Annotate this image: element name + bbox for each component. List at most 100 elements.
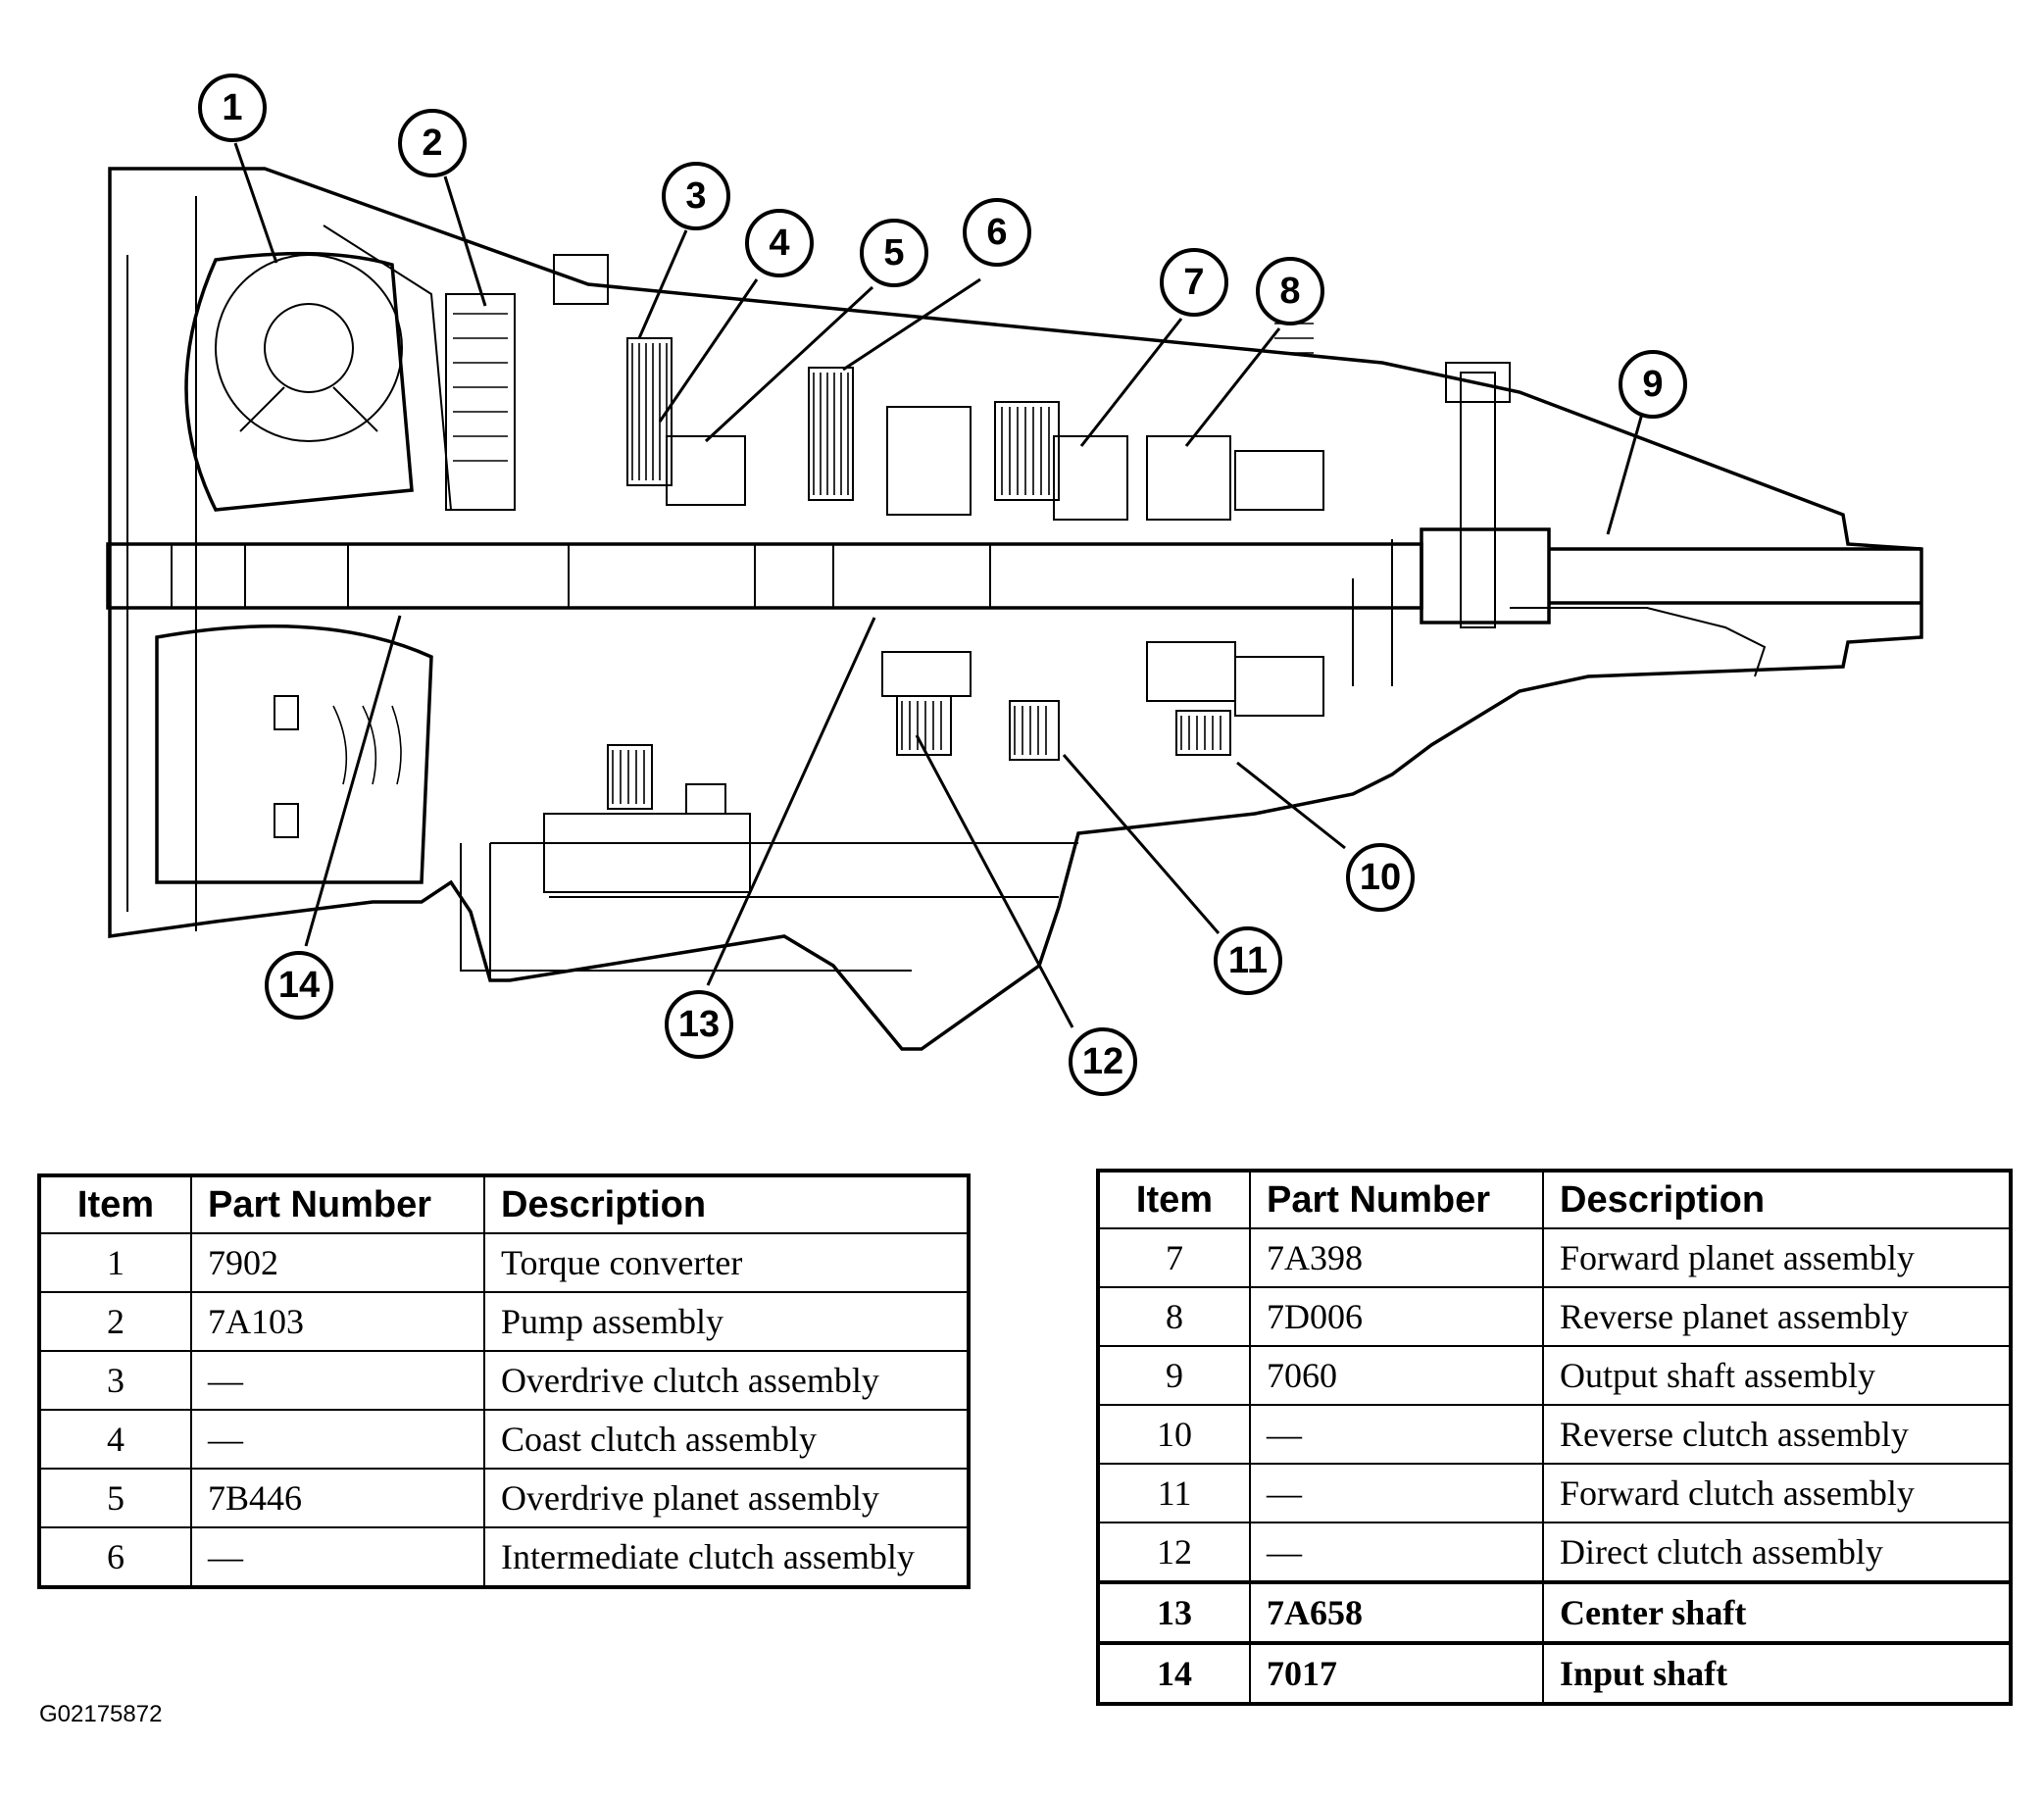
cell-part-number: 7060: [1249, 1345, 1544, 1406]
cell-item: 13: [1097, 1580, 1251, 1644]
callout-14: 14: [265, 951, 333, 1020]
header-item: Item: [1097, 1170, 1251, 1229]
callout-12-label: 12: [1082, 1041, 1123, 1082]
table-row: 8 7D006 Reverse planet assembly: [1097, 1286, 2012, 1347]
callout-7-label: 7: [1183, 262, 1204, 303]
cell-item: 6: [38, 1526, 192, 1588]
parts-table-left: Item Part Number Description 1 7902 Torq…: [37, 1173, 971, 1589]
leader-lines: [233, 142, 1644, 1028]
table-header-row: Item Part Number Description: [1097, 1170, 2012, 1229]
table-header-row: Item Part Number Description: [38, 1174, 970, 1234]
cell-part-number: 7D006: [1249, 1286, 1544, 1347]
cell-part-number: 7017: [1249, 1641, 1544, 1705]
callout-8: 8: [1256, 257, 1324, 325]
cell-description: Forward clutch assembly: [1542, 1463, 2012, 1523]
callout-13-label: 13: [678, 1004, 720, 1045]
cell-item: 12: [1097, 1522, 1251, 1583]
table-row: 7 7A398 Forward planet assembly: [1097, 1227, 2012, 1288]
cell-part-number: —: [190, 1350, 485, 1411]
cell-description: Pump assembly: [483, 1291, 970, 1352]
transmission-cutaway-diagram: 1 2 3 4 5 6 7 8 9 10 11 12 13 14: [106, 74, 1923, 1096]
callout-6-label: 6: [986, 212, 1007, 253]
callout-10: 10: [1346, 843, 1415, 912]
cell-item: 2: [38, 1291, 192, 1352]
table-row: 13 7A658 Center shaft: [1097, 1580, 2012, 1644]
table-row: 3 — Overdrive clutch assembly: [38, 1350, 970, 1411]
table-row: 11 — Forward clutch assembly: [1097, 1463, 2012, 1523]
cell-item: 14: [1097, 1641, 1251, 1705]
cell-description: Overdrive clutch assembly: [483, 1350, 970, 1411]
cell-description: Center shaft: [1542, 1580, 2012, 1644]
callout-8-label: 8: [1279, 271, 1300, 312]
valve-body-drawing: [543, 783, 1059, 898]
cell-item: 9: [1097, 1345, 1251, 1406]
callout-2: 2: [398, 109, 467, 177]
cell-description: Coast clutch assembly: [483, 1409, 970, 1470]
table-row: 1 7902 Torque converter: [38, 1232, 970, 1293]
callout-12: 12: [1069, 1027, 1137, 1096]
callout-11-label: 11: [1228, 940, 1268, 981]
cell-part-number: 7B446: [190, 1468, 485, 1528]
pump-assembly-drawing: [445, 254, 609, 511]
torque-converter-drawing: [155, 251, 433, 884]
callout-4-label: 4: [769, 223, 789, 264]
cell-description: Output shaft assembly: [1542, 1345, 2012, 1406]
cell-description: Direct clutch assembly: [1542, 1522, 2012, 1583]
callout-13: 13: [665, 990, 733, 1059]
callout-6: 6: [963, 198, 1031, 267]
cell-item: 3: [38, 1350, 192, 1411]
cell-description: Intermediate clutch assembly: [483, 1526, 970, 1588]
callout-11: 11: [1214, 926, 1282, 995]
callout-14-label: 14: [278, 965, 320, 1006]
callout-5: 5: [860, 219, 928, 287]
callout-7: 7: [1160, 248, 1228, 317]
table-row: 5 7B446 Overdrive planet assembly: [38, 1468, 970, 1528]
callout-3-label: 3: [685, 175, 706, 217]
planetary-gearsets-drawing: [666, 323, 1324, 717]
parts-table-right: Item Part Number Description 7 7A398 For…: [1096, 1169, 2013, 1706]
cell-part-number: —: [1249, 1463, 1544, 1523]
cell-part-number: 7A658: [1249, 1580, 1544, 1644]
callout-10-label: 10: [1360, 857, 1401, 898]
cell-description: Reverse planet assembly: [1542, 1286, 2012, 1347]
callout-2-label: 2: [422, 123, 442, 164]
callout-9-label: 9: [1642, 364, 1663, 405]
table-row: 2 7A103 Pump assembly: [38, 1291, 970, 1352]
cell-item: 1: [38, 1232, 192, 1293]
header-part-number: Part Number: [1249, 1170, 1544, 1229]
callout-5-label: 5: [883, 232, 904, 274]
cell-part-number: 7A398: [1249, 1227, 1544, 1288]
cell-item: 5: [38, 1468, 192, 1528]
main-shaft-drawing: [106, 362, 1921, 628]
cell-description: Forward planet assembly: [1542, 1227, 2012, 1288]
callout-9: 9: [1619, 350, 1687, 419]
header-item: Item: [38, 1174, 192, 1234]
cell-item: 11: [1097, 1463, 1251, 1523]
header-part-number: Part Number: [190, 1174, 485, 1234]
table-row: 10 — Reverse clutch assembly: [1097, 1404, 2012, 1465]
cell-item: 10: [1097, 1404, 1251, 1465]
cell-part-number: 7902: [190, 1232, 485, 1293]
cell-item: 4: [38, 1409, 192, 1470]
cell-description: Input shaft: [1542, 1641, 2012, 1705]
cell-description: Overdrive planet assembly: [483, 1468, 970, 1528]
callout-3: 3: [662, 162, 730, 230]
cell-part-number: —: [190, 1526, 485, 1588]
cell-part-number: —: [190, 1409, 485, 1470]
callout-4: 4: [745, 209, 814, 277]
table-row: 4 — Coast clutch assembly: [38, 1409, 970, 1470]
cell-item: 8: [1097, 1286, 1251, 1347]
callout-1-label: 1: [222, 87, 242, 128]
header-description: Description: [1542, 1170, 2012, 1229]
cell-description: Reverse clutch assembly: [1542, 1404, 2012, 1465]
cell-part-number: 7A103: [190, 1291, 485, 1352]
figure-id: G02175872: [39, 1701, 163, 1727]
table-row: 9 7060 Output shaft assembly: [1097, 1345, 2012, 1406]
cell-item: 7: [1097, 1227, 1251, 1288]
callout-1: 1: [198, 74, 267, 142]
cell-part-number: —: [1249, 1522, 1544, 1583]
table-row: 6 — Intermediate clutch assembly: [38, 1526, 970, 1588]
table-row: 14 7017 Input shaft: [1097, 1641, 2012, 1705]
clutch-packs-drawing: [607, 337, 1231, 810]
cell-description: Torque converter: [483, 1232, 970, 1293]
